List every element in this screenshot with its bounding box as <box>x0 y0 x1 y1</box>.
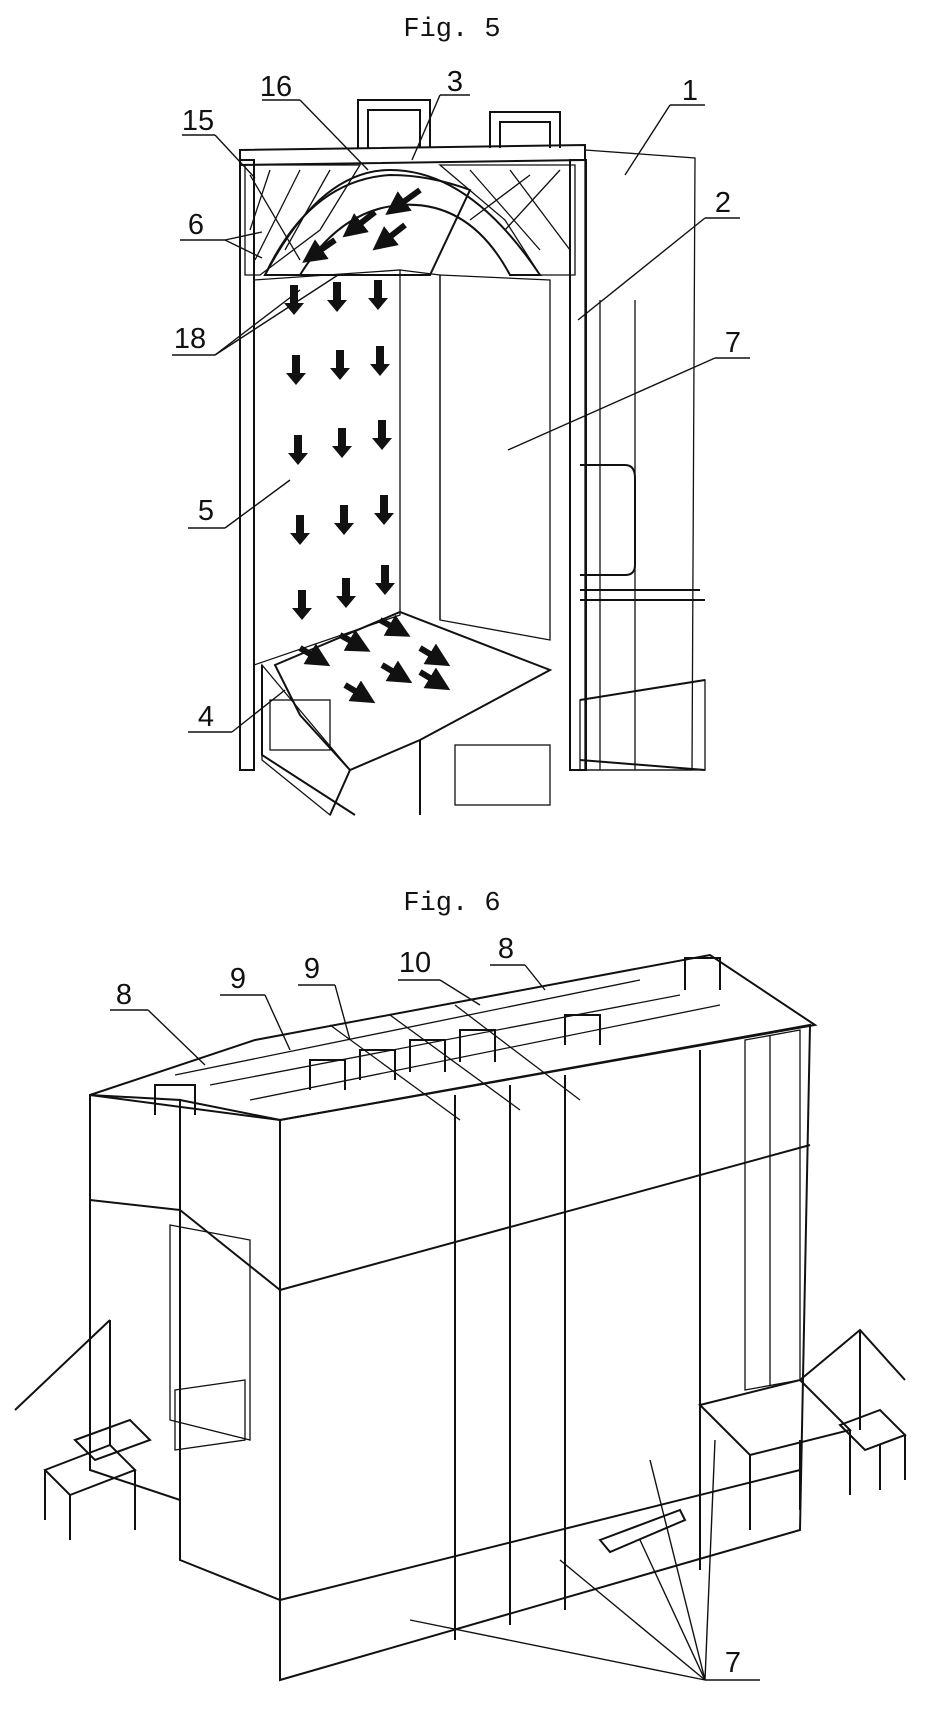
figure-6-caption: Fig. 6 <box>403 889 500 919</box>
airflow-arrows-ceiling <box>302 187 422 263</box>
svg-text:5: 5 <box>198 495 214 527</box>
side-opening <box>439 274 551 641</box>
lifting-handle-right-inner <box>499 121 551 148</box>
reference-labels-fig6: 9 9 10 8 8 7 <box>110 933 760 1681</box>
svg-text:16: 16 <box>260 71 292 103</box>
svg-text:3: 3 <box>447 66 463 98</box>
svg-text:1: 1 <box>682 75 698 107</box>
right-stairs <box>698 1328 907 1530</box>
svg-text:8: 8 <box>498 933 514 965</box>
svg-text:8: 8 <box>116 979 132 1011</box>
arched-ceiling-panel <box>263 173 472 276</box>
top-frame <box>239 143 586 167</box>
vent-grille <box>598 1508 687 1554</box>
frame-column-left <box>239 159 255 771</box>
reference-labels-fig5: 16 3 1 15 6 2 18 7 5 4 <box>172 66 750 733</box>
svg-text:9: 9 <box>304 953 320 985</box>
left-module <box>89 1093 181 1502</box>
rear-wall-panel <box>253 269 401 666</box>
svg-text:7: 7 <box>725 327 741 359</box>
svg-text:4: 4 <box>198 701 214 733</box>
main-front-face <box>279 1023 812 1682</box>
figure-6: Fig. 6 <box>14 889 907 1682</box>
roof-panels <box>89 953 818 1122</box>
svg-text:15: 15 <box>182 105 214 137</box>
svg-text:7: 7 <box>725 1647 741 1679</box>
left-stairs <box>14 1319 152 1540</box>
svg-text:2: 2 <box>715 187 731 219</box>
side-platform <box>579 679 706 771</box>
svg-text:18: 18 <box>174 323 206 355</box>
roof-handles <box>154 957 721 1115</box>
figure-5: Fig. 5 <box>172 15 750 817</box>
svg-text:10: 10 <box>399 947 431 979</box>
truss-right <box>438 164 576 276</box>
lifting-handle-right <box>489 111 561 148</box>
lifting-handle-left <box>357 99 431 148</box>
airflow-arrows-floor <box>298 614 451 704</box>
svg-text:9: 9 <box>230 963 246 995</box>
figure-5-caption: Fig. 5 <box>403 15 500 45</box>
outer-side-wall <box>584 149 696 771</box>
truss-left <box>244 164 362 276</box>
airflow-arrows-vertical <box>284 280 395 620</box>
svg-text:6: 6 <box>188 209 204 241</box>
lifting-handle-left-inner <box>367 109 421 148</box>
floor-plate <box>273 610 553 772</box>
